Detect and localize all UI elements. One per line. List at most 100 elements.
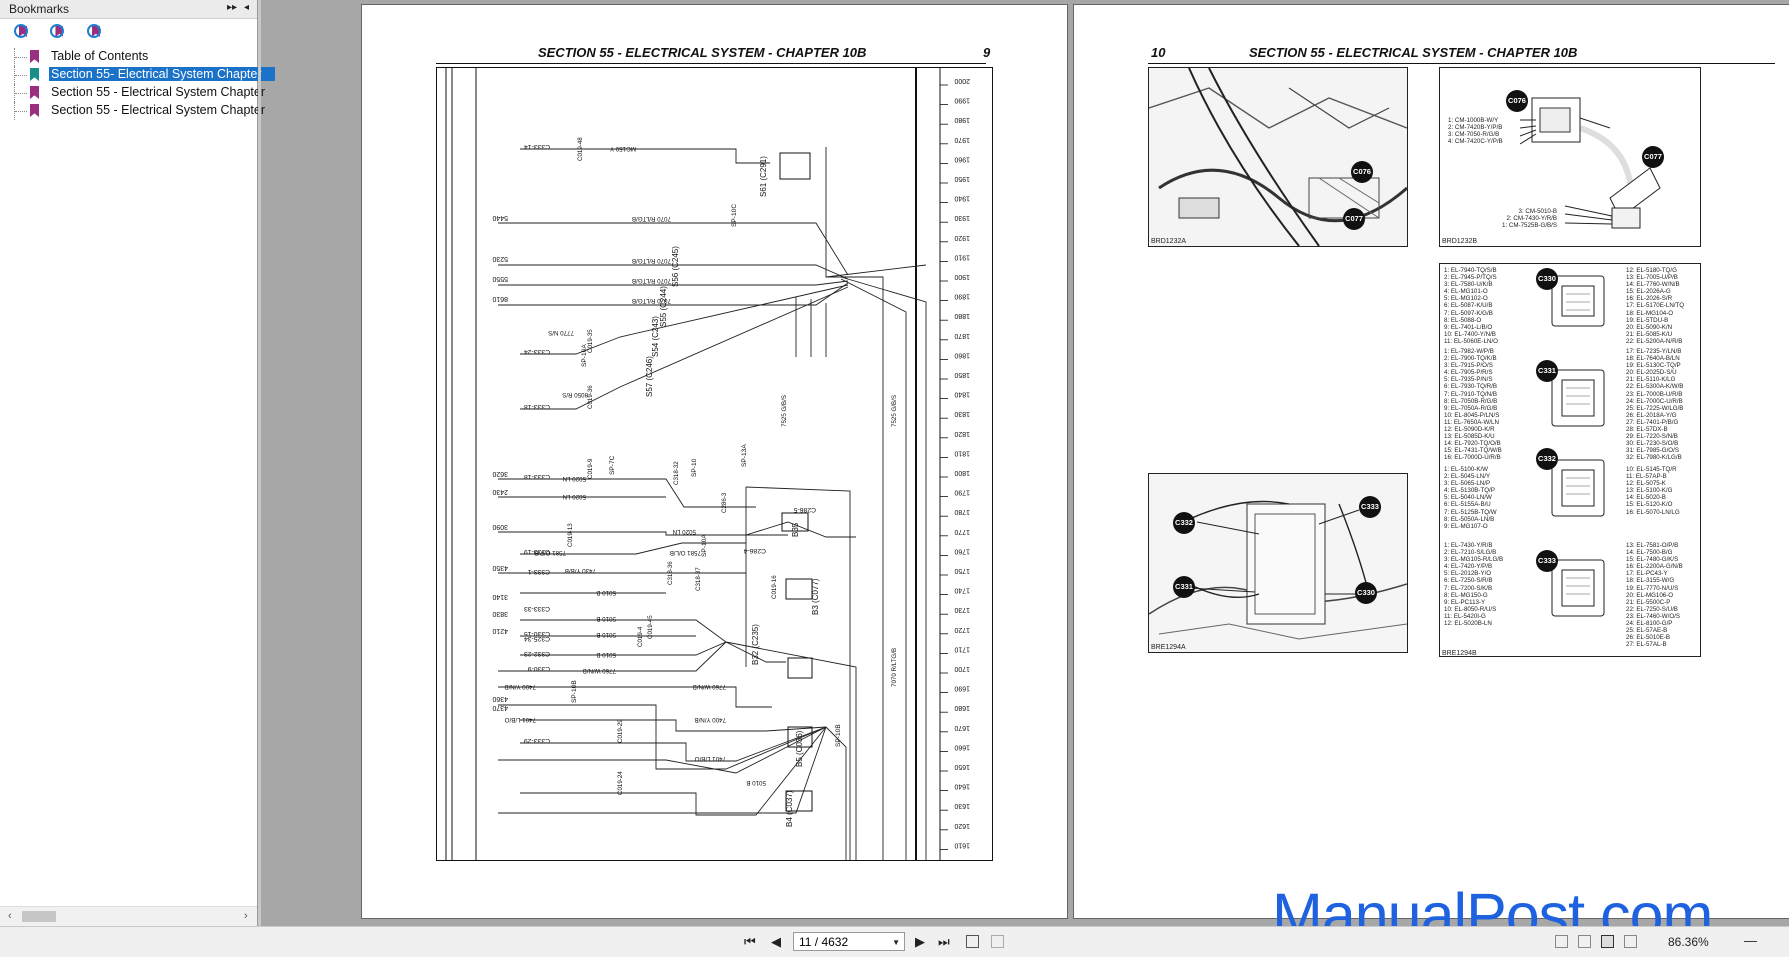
splice-label: SP-10B	[571, 680, 578, 703]
page-header: SECTION 55 - ELECTRICAL SYSTEM - CHAPTER…	[538, 45, 867, 60]
connector-pin-label: C019-29	[617, 719, 624, 743]
c330-pins-left: 1: EL-7940-TQ/S/B 2: EL-7945-P/TQ/S 3: E…	[1444, 267, 1498, 345]
component-label: S55 (C244)	[659, 286, 668, 327]
wire-label: 5010 B	[596, 589, 616, 596]
two-page-view-icon[interactable]	[1601, 935, 1614, 948]
wire-label: 7400 Y/N/B	[504, 683, 536, 690]
first-page-icon[interactable]: ⏮	[744, 934, 756, 949]
scroll-right-icon[interactable]: ›	[244, 910, 248, 922]
add-bookmark-icon[interactable]	[86, 24, 103, 39]
reference-number: 3620	[492, 470, 508, 477]
next-page-icon[interactable]: ▶	[915, 934, 925, 949]
reference-number: 2430	[492, 488, 508, 495]
c331-pins-right: 17: EL-7235-Y/LN/B 18: EL-7640A-B/LN 19:…	[1626, 348, 1684, 462]
scale-label: 1880	[954, 312, 970, 319]
wire-label: 8050 R/S	[562, 391, 588, 398]
page-number-field[interactable]: 11 / 4632 ▼	[793, 932, 905, 951]
sidebar-hscrollbar[interactable]: ‹ ›	[0, 906, 257, 927]
wire-label: 7070 R/LTG/B	[632, 297, 671, 304]
wire-label: 7070 R/LTG/B	[632, 277, 671, 284]
scrollbar-thumb[interactable]	[22, 911, 56, 922]
scale-label: 1990	[954, 97, 970, 104]
splice-label: SP-13A	[741, 444, 748, 467]
chevron-down-icon[interactable]: ▼	[892, 938, 900, 947]
callout-bubble: C077	[1642, 146, 1664, 168]
bookmark-label: Section 55- Electrical System Chapter	[49, 67, 275, 81]
connector-pin-label: C286-3	[721, 492, 728, 513]
connector-pinout-fig: 1: EL-7940-TQ/S/B 2: EL-7945-P/TQ/S 3: E…	[1439, 263, 1701, 657]
wire-label: 5020 LN	[673, 528, 696, 535]
wire-label: 7760 W/N/B	[583, 667, 616, 674]
reference-number: 5230	[492, 255, 508, 262]
last-page-icon[interactable]: ⏭	[938, 934, 950, 949]
bookmark-item-toc[interactable]: Table of Contents	[14, 48, 257, 66]
connector-pin-label: C318-36	[667, 561, 674, 585]
bookmark-item-section-1[interactable]: Section 55- Electrical System Chapter	[14, 66, 275, 84]
scale-label: 1710	[954, 645, 970, 652]
panel-splitter[interactable]	[258, 0, 261, 926]
c076-pin-list: 1: CM-1000B-W/Y 2: CM-7420B-Y/P/B 3: CM-…	[1448, 117, 1503, 146]
connector-label: C333-33	[524, 605, 550, 612]
panel-close-icon[interactable]: ◂	[244, 2, 250, 13]
previous-page-icon[interactable]: ◀	[771, 934, 781, 949]
reference-number: 4360	[492, 695, 508, 702]
connector-pin-label: C019-9	[587, 458, 594, 479]
c330-pins-right: 12: EL-5180-TQ/G 13: EL-7005-U/P/B 14: E…	[1626, 267, 1685, 345]
figure-code: BRD1232A	[1151, 238, 1187, 245]
photo-fig-c076-c077: C076 C077 BRD1232A	[1148, 67, 1408, 247]
single-page-view-icon[interactable]	[1555, 935, 1568, 948]
scale-label: 1690	[954, 685, 970, 692]
bookmark-item-section-2[interactable]: Section 55 - Electrical System Chapter	[14, 84, 265, 102]
connector-fig-c076-c077: C076 C077 1: CM-1000B-W/Y 2: CM-7420B-Y/…	[1439, 67, 1701, 247]
component-label: B35	[791, 522, 800, 537]
page-number: 9	[983, 45, 991, 60]
zoom-out-icon[interactable]: —	[1744, 933, 1757, 948]
scale-label: 1860	[954, 351, 970, 358]
engine-photo-illustration	[1149, 68, 1407, 246]
scale-label: 1790	[954, 489, 970, 496]
c331-pins-left: 1: EL-7982-W/P/B 2: EL-7900-TQ/K/B 3: EL…	[1444, 348, 1502, 462]
scale-label: 1760	[954, 547, 970, 554]
connector-label: C333-14	[524, 143, 550, 150]
find-bookmark-icon[interactable]	[50, 24, 66, 39]
wire-label: 7760 W/N/B	[693, 683, 726, 690]
bookmark-item-section-3[interactable]: Section 55 - Electrical System Chapter	[14, 102, 265, 120]
scale-label: 1700	[954, 665, 970, 672]
bookmark-icon	[30, 68, 39, 81]
next-view-icon[interactable]	[991, 935, 1004, 948]
page-indicator: 11 / 4632	[799, 935, 849, 949]
connector-pin-label: C318-37	[695, 567, 702, 591]
component-label: S56 (C245)	[671, 246, 680, 287]
c333-pins-left: 1: EL-7430-Y/R/B 2: EL-7210-S/LG/B 3: EL…	[1444, 542, 1504, 628]
continuous-two-page-view-icon[interactable]	[1624, 935, 1637, 948]
wire-label: 5010 B	[596, 615, 616, 622]
scale-label: 1930	[954, 214, 970, 221]
page-header: SECTION 55 - ELECTRICAL SYSTEM - CHAPTER…	[1249, 45, 1578, 60]
previous-view-icon[interactable]	[966, 935, 979, 948]
continuous-view-icon[interactable]	[1578, 935, 1591, 948]
callout-bubble: C077	[1343, 208, 1365, 230]
wire-label: 7581 O/L/B	[670, 549, 701, 556]
zoom-level[interactable]: 86.36%	[1668, 935, 1709, 949]
scale-label: 1980	[954, 116, 970, 123]
scale-label: 1630	[954, 802, 970, 809]
bookmark-label: Section 55 - Electrical System Chapter	[51, 85, 265, 99]
splice-label: SP-10A	[581, 344, 588, 367]
document-page-left: SECTION 55 - ELECTRICAL SYSTEM - CHAPTER…	[361, 4, 1068, 919]
scroll-left-icon[interactable]: ‹	[8, 910, 12, 922]
reference-number: 4210	[492, 627, 508, 634]
reference-number: 4350	[492, 564, 508, 571]
connector-drawings	[1551, 275, 1605, 617]
bookmark-label: Section 55 - Electrical System Chapter	[51, 103, 265, 117]
wire-label: 7070 R/LTG/B	[632, 215, 671, 222]
splice-label: SP-10C	[731, 204, 738, 227]
component-label: B3 (C077)	[811, 578, 820, 615]
wire-label: 7070 R/LTG/B	[632, 257, 671, 264]
wire-label: 5020 LN	[563, 493, 586, 500]
wire-label: 7400 Y/N/B	[694, 716, 726, 723]
callout-bubble: C332	[1536, 448, 1558, 470]
scale-label: 1660	[954, 743, 970, 750]
expand-bookmark-icon[interactable]	[14, 24, 30, 39]
panel-collapse-icon[interactable]: ▸▸	[227, 2, 238, 13]
splice-label: SP-10B	[835, 724, 842, 747]
